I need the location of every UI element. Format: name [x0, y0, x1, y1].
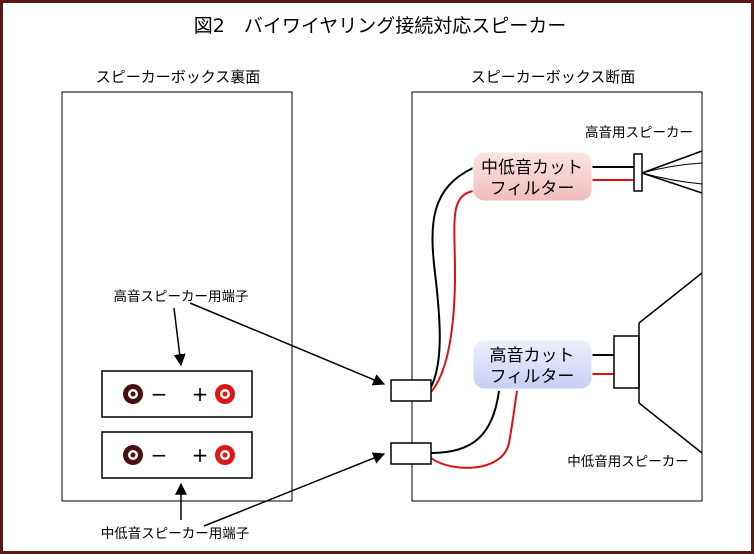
woofer-minus-sign: − [151, 443, 168, 467]
woofer-link-arrow [203, 452, 386, 527]
woofer-speaker-label: 中低音用スピーカー [567, 453, 689, 470]
cross-section-heading: スピーカーボックス断面 [471, 68, 636, 86]
lowmid-filter-line2: フィルター [490, 179, 575, 199]
woofer-speaker [613, 272, 703, 454]
woofer-plus-sign: + [192, 443, 209, 467]
tweeter-speaker-label: 高音用スピーカー [585, 124, 693, 141]
lowmid-cut-filter: 中低音カット フィルター [472, 151, 593, 202]
woofer-terminal-label: 中低音スピーカー用端子 [101, 525, 250, 542]
biwiring-diagram: 図2 バイワイヤリング接続対応スピーカー スピーカーボックス裏面 − + − + [61, 15, 703, 542]
woofer-terminal-plate: − + [101, 431, 253, 479]
tweeter-speaker [633, 150, 703, 194]
rear-panel-heading: スピーカーボックス裏面 [96, 68, 261, 86]
woofer-wire-connector [390, 442, 432, 465]
tweeter-link-arrow [189, 302, 386, 386]
tweeter-minus-sign: − [151, 382, 168, 406]
high-cut-filter: 高音カット フィルター [472, 339, 593, 390]
woofer-red-wire [430, 390, 518, 469]
high-filter-line1: 高音カット [490, 346, 575, 366]
tweeter-wire-connector [390, 379, 432, 402]
tweeter-black-wire [430, 167, 474, 388]
tweeter-plus-sign: + [192, 382, 209, 406]
tweeter-label-arrow [173, 307, 186, 367]
high-filter-line2: フィルター [490, 367, 575, 387]
tweeter-minus-terminal [123, 384, 143, 404]
tweeter-plus-terminal [215, 384, 235, 404]
diagram-frame: 図2 バイワイヤリング接続対応スピーカー スピーカーボックス裏面 − + − + [3, 3, 751, 551]
tweeter-terminal-label: 高音スピーカー用端子 [114, 288, 249, 305]
cross-section-box [411, 91, 703, 502]
tweeter-terminal-plate: − + [101, 370, 253, 418]
woofer-minus-terminal [123, 445, 143, 465]
woofer-plus-terminal [215, 445, 235, 465]
rear-panel-box [61, 91, 293, 502]
diagram-title: 図2 バイワイヤリング接続対応スピーカー [194, 15, 567, 37]
lowmid-filter-line1: 中低音カット [481, 158, 583, 178]
tweeter-red-wire [430, 190, 474, 393]
woofer-black-wire [430, 390, 500, 454]
